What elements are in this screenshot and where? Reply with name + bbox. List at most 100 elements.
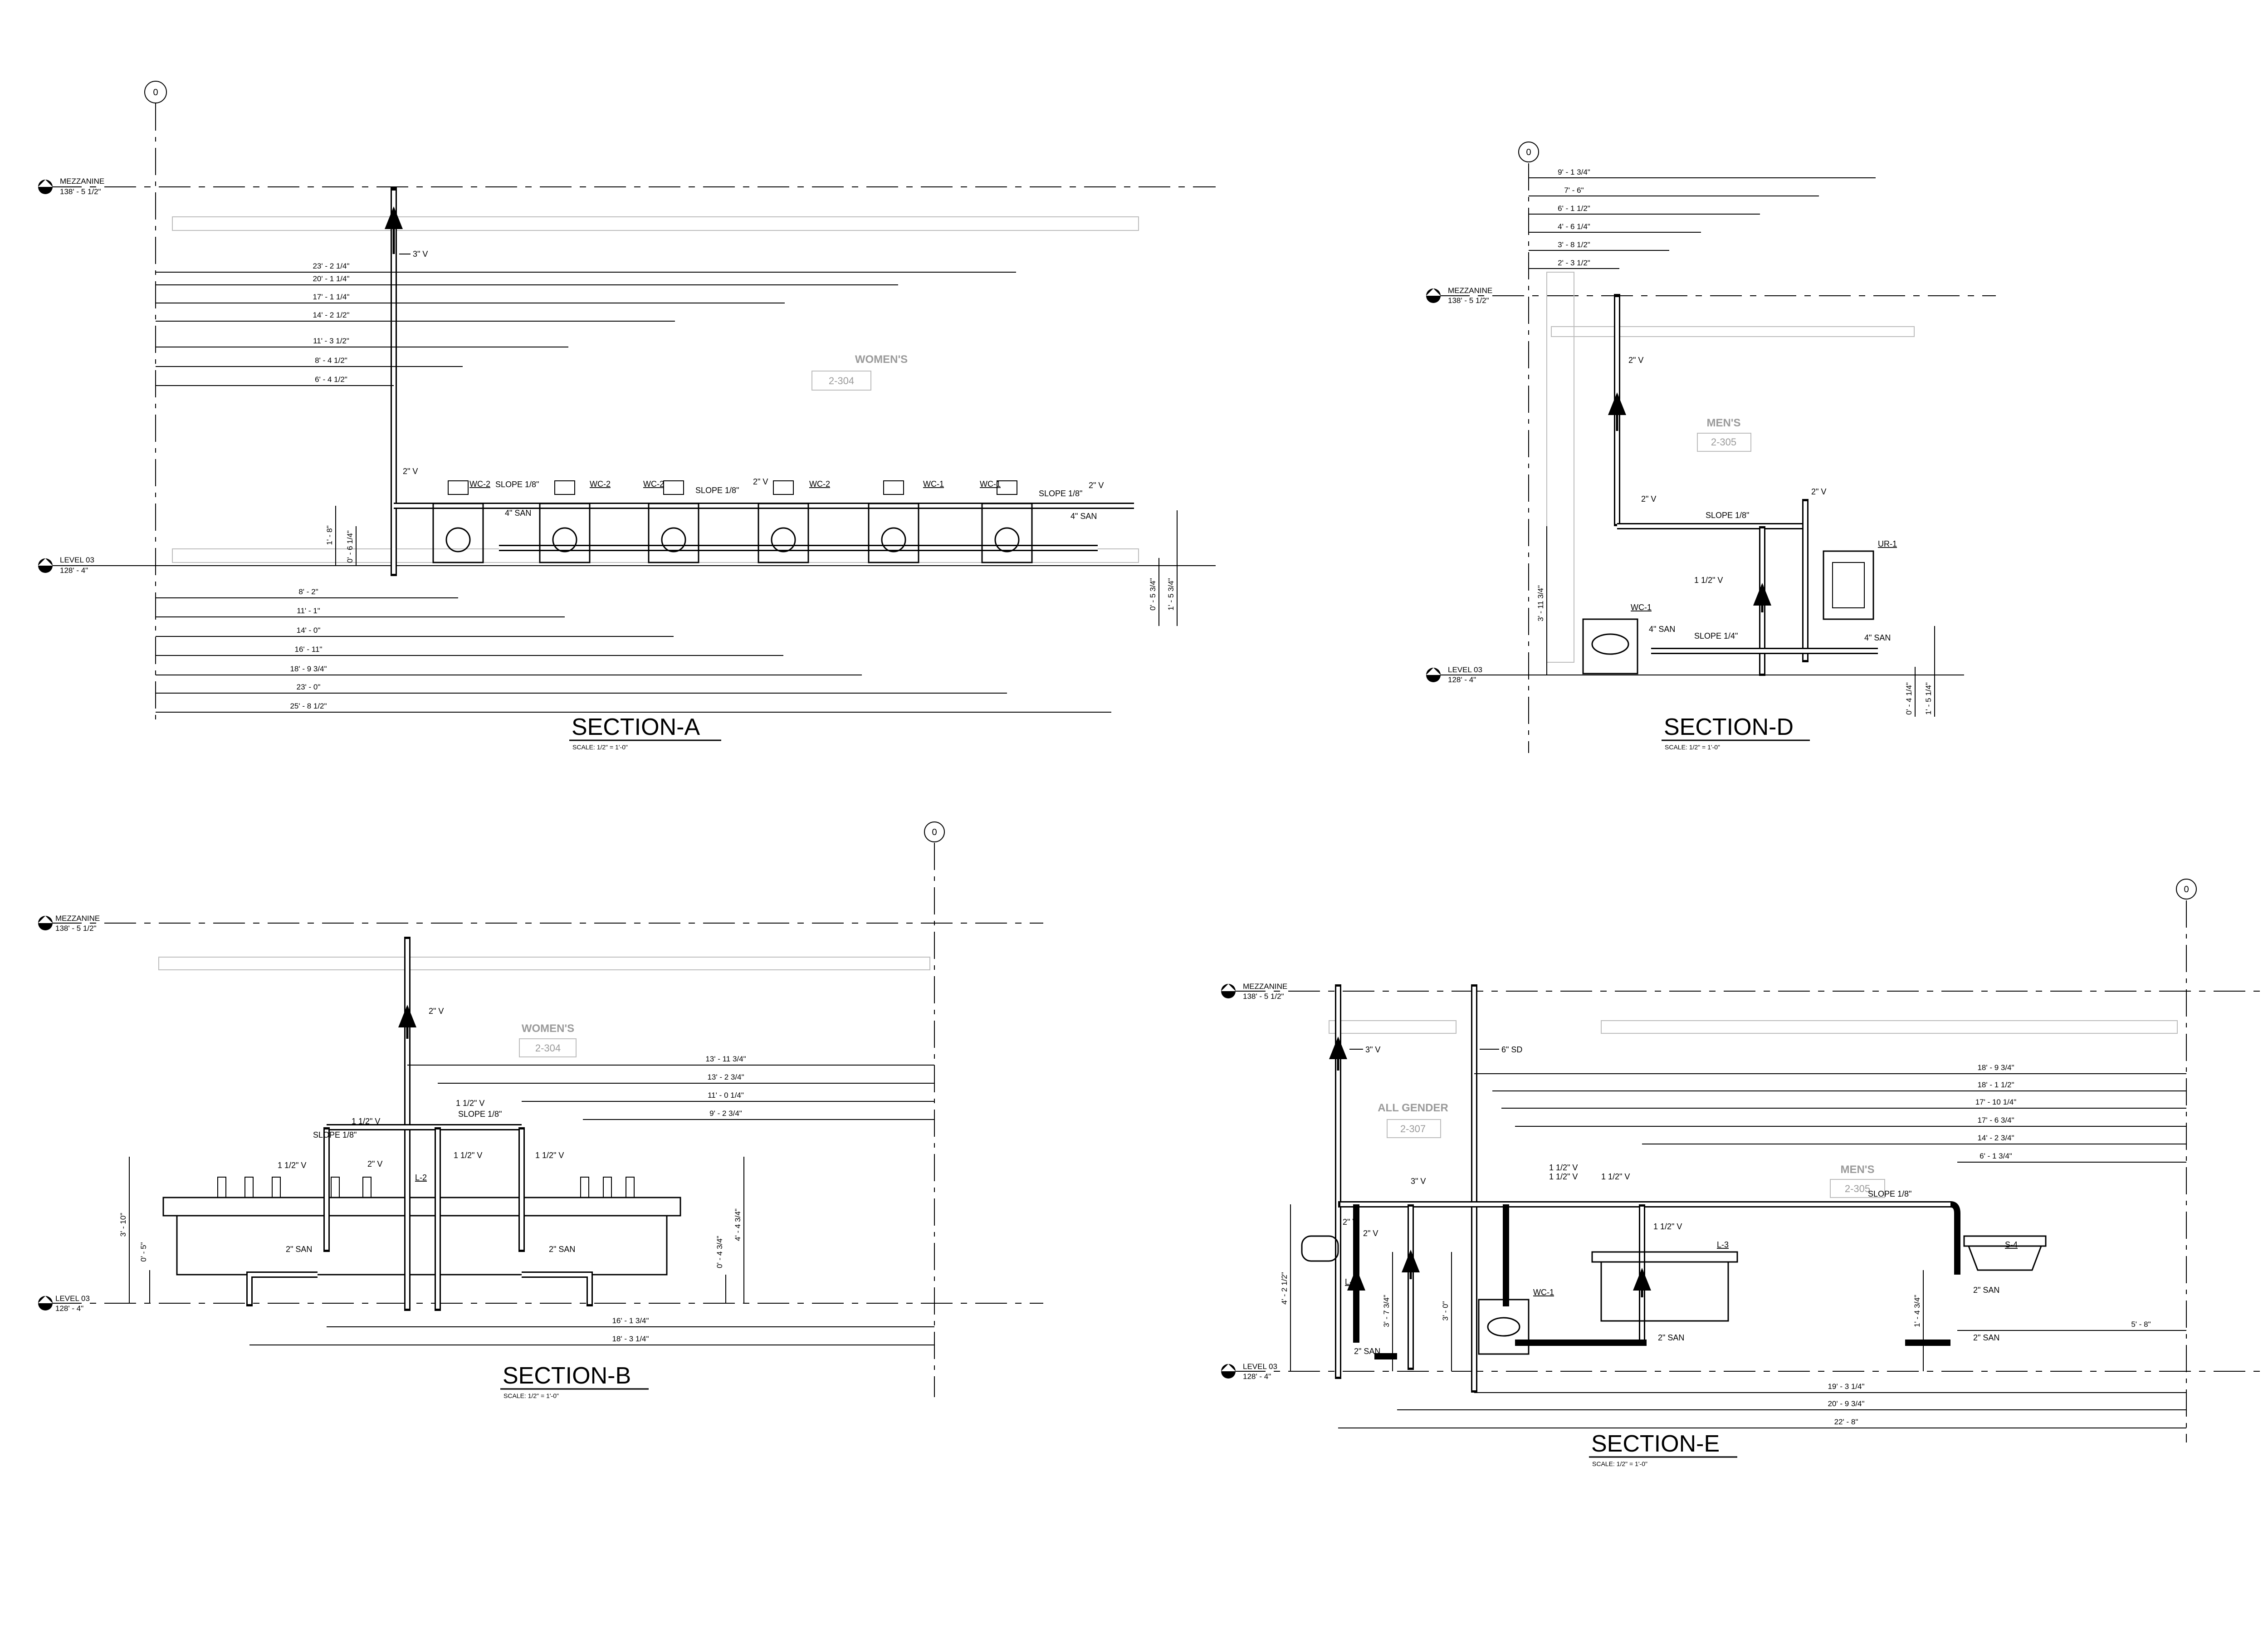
- dim-bottom-1: 19' - 3 1/4": [1828, 1382, 1864, 1391]
- dim-top-4: 9' - 2 3/4": [709, 1109, 742, 1118]
- section-title: SECTION-E: [1591, 1431, 1720, 1457]
- dim-bottom-1: 8' - 2": [298, 587, 318, 596]
- dim-top-5: 11' - 3 1/2": [313, 337, 349, 345]
- dim-bottom-6: 23' - 0": [297, 683, 321, 691]
- fixture-l4: [1301, 1235, 1339, 1262]
- dim-top-4: 14' - 2 1/2": [313, 311, 349, 319]
- urinal-fixture: [1823, 550, 1874, 620]
- section-scale: SCALE: 1/2" = 1'-0": [1665, 743, 1720, 751]
- vent-branch-label-3: 2" V: [1089, 481, 1104, 490]
- fixture-tag-4: WC-2: [809, 479, 830, 489]
- san-label-2: 2" SAN: [549, 1245, 575, 1254]
- ceiling-outline: [172, 216, 1139, 231]
- mezzanine-level-name: MEZZANINE: [1448, 286, 1492, 295]
- room-name: MEN'S: [1706, 417, 1740, 429]
- vent-label-c: 2" V: [1811, 487, 1826, 496]
- fixture-tag-6: WC-1: [980, 479, 1001, 489]
- height-dim-2: 3' - 7 3/4": [1382, 1295, 1391, 1327]
- dim-top-1: 9' - 1 3/4": [1558, 168, 1590, 176]
- slope-label-1: SLOPE 1/8": [1706, 511, 1749, 520]
- dim-top-6: 8' - 4 1/2": [315, 356, 347, 365]
- floor-level-elevation: 128' - 4": [60, 566, 88, 575]
- fixture-tag-3: WC-2: [643, 479, 664, 489]
- vent-label-3: 1 1/2" V: [1549, 1163, 1578, 1172]
- vent-label-8: 1 1/2" V: [1653, 1222, 1682, 1231]
- height-dim-4: 1' - 5 3/4": [1167, 578, 1175, 611]
- dim-top-4: 4' - 6 1/4": [1558, 222, 1590, 231]
- room-name-2: MEN'S: [1840, 1164, 1874, 1176]
- section-title: SECTION-D: [1664, 714, 1794, 740]
- section-b: 0 MEZZANINE 138' - 5 1/2" LEVEL 03 128' …: [38, 821, 1043, 1399]
- floor-level-name: LEVEL 03: [1448, 665, 1482, 674]
- vent-label-2: 3" V: [1411, 1177, 1426, 1186]
- vent-label-5: 1 1/2" V: [1601, 1172, 1630, 1181]
- dim-bottom-3: 14' - 0": [297, 626, 321, 635]
- room-number: 2-304: [829, 375, 854, 386]
- dim-top-3: 6' - 1 1/2": [1558, 204, 1590, 213]
- dim-top-1: 13' - 11 3/4": [705, 1055, 746, 1063]
- vent-label-f: 2" V: [367, 1159, 382, 1169]
- section-title: SECTION-B: [503, 1363, 631, 1389]
- section-title: SECTION-A: [572, 714, 700, 740]
- fixture-tag-ur: UR-1: [1878, 539, 1897, 548]
- san-label-1: 2" SAN: [1354, 1347, 1380, 1356]
- room-name: WOMEN'S: [522, 1022, 574, 1035]
- vent-main-label: 2" V: [429, 1007, 444, 1016]
- mezzanine-level-marker: [38, 180, 53, 194]
- floor-level-name: LEVEL 03: [55, 1294, 90, 1303]
- fixture-tag-l3: L-3: [1717, 1240, 1729, 1249]
- room-name-1: ALL GENDER: [1378, 1102, 1448, 1114]
- mezzanine-level-name: MEZZANINE: [60, 177, 104, 186]
- height-dim-2: 0' - 5": [139, 1242, 148, 1261]
- bottom-dimensions: [156, 597, 1111, 713]
- height-dim-3: 0' - 4 3/4": [715, 1236, 724, 1268]
- section-scale: SCALE: 1/2" = 1'-0": [572, 743, 628, 751]
- fixture-s4: [1963, 1235, 2047, 1271]
- fixture-tag: L-2: [415, 1173, 427, 1182]
- section-d: 0 MEZZANINE 138' - 5 1/2" LEVEL 03 128' …: [1426, 142, 1996, 753]
- wc-fixture: [1582, 618, 1638, 675]
- floor-level-elevation: 128' - 4": [1448, 675, 1476, 684]
- grid-bubble-label: 0: [1526, 147, 1531, 157]
- floor-level-name: LEVEL 03: [60, 556, 94, 564]
- height-dim-3: 1' - 5 1/4": [1924, 682, 1933, 715]
- fixture-tag-s4: S-4: [2005, 1240, 2018, 1249]
- section-scale: SCALE: 1/2" = 1'-0": [503, 1392, 559, 1399]
- sd-label: 6" SD: [1501, 1045, 1522, 1054]
- vent-main-label: 3" V: [413, 249, 428, 259]
- san-label-3: 2" SAN: [1973, 1286, 1999, 1295]
- grid-bubble-label: 0: [932, 827, 937, 837]
- slope-label-2: SLOPE 1/4": [1694, 631, 1738, 640]
- vent-branch-label-1: 2" V: [403, 467, 418, 476]
- height-dim-3: 3' - 0": [1441, 1301, 1450, 1320]
- slope-label-2: SLOPE 1/8": [458, 1110, 502, 1119]
- room-number: 2-305: [1711, 436, 1736, 448]
- bottom-dimensions: [249, 1326, 934, 1345]
- grid-bubble: [2176, 879, 2197, 900]
- fixture-tag-wc: WC-1: [1533, 1288, 1554, 1297]
- san-label-2: 4" SAN: [1070, 512, 1097, 521]
- san-label-1: 4" SAN: [505, 508, 531, 518]
- dim-top-1: 23' - 2 1/4": [313, 262, 349, 270]
- floor-level-marker: [38, 558, 53, 573]
- san-label-1: 4" SAN: [1649, 625, 1675, 634]
- dim-top-3: 11' - 0 1/4": [708, 1091, 744, 1100]
- fixture-tag-wc: WC-1: [1631, 603, 1652, 612]
- height-dim-1: 4' - 2 1/2": [1280, 1272, 1289, 1305]
- vent-branch-label-2: 2" V: [753, 477, 768, 486]
- dim-top-3: 17' - 1 1/4": [313, 293, 349, 301]
- mezzanine-level-name: MEZZANINE: [55, 914, 100, 923]
- vent-label-1: 3" V: [1365, 1045, 1380, 1054]
- dim-top-2: 13' - 2 3/4": [707, 1073, 744, 1081]
- dim-top-6: 2' - 3 1/2": [1558, 259, 1590, 267]
- dim-bottom-4: 16' - 11": [295, 645, 323, 654]
- mezzanine-level-elevation: 138' - 5 1/2": [55, 924, 97, 933]
- height-dim-4: 4' - 4 3/4": [733, 1208, 742, 1241]
- slope-label-1: SLOPE 1/8": [313, 1130, 357, 1139]
- height-dim-4: 1' - 4 3/4": [1913, 1295, 1921, 1327]
- grid-bubble-label: 0: [153, 88, 158, 98]
- room-number: 2-304: [535, 1042, 561, 1054]
- san-label-2: 4" SAN: [1864, 633, 1891, 642]
- dim-top-4: 17' - 6 3/4": [1977, 1116, 2014, 1125]
- height-dim-1: 3' - 10": [119, 1213, 127, 1237]
